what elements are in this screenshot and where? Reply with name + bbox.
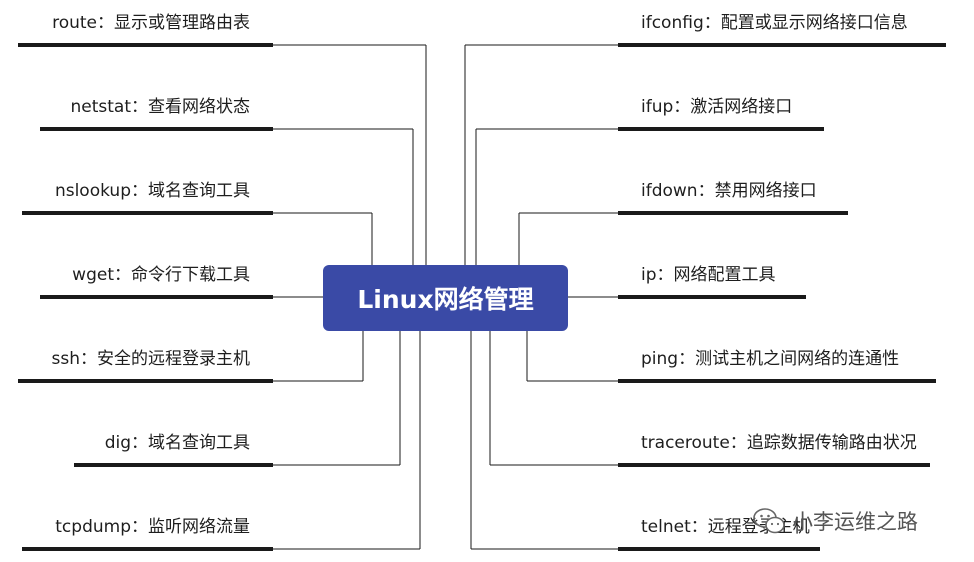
right-branch-traceroute[interactable]: traceroute：追踪数据传输路由状况 bbox=[641, 432, 917, 454]
left-branch-dig[interactable]: dig：域名查询工具 bbox=[105, 432, 250, 454]
command-name: tcpdump bbox=[55, 517, 131, 537]
command-name: route bbox=[52, 13, 97, 33]
command-name: wget bbox=[72, 265, 114, 285]
label-separator: ： bbox=[729, 433, 747, 453]
right-branch-ifup[interactable]: ifup：激活网络接口 bbox=[641, 96, 792, 118]
left-branch-wget[interactable]: wget：命令行下载工具 bbox=[72, 264, 250, 286]
watermark-text: 小李运维之路 bbox=[792, 510, 918, 534]
command-name: ping bbox=[641, 349, 679, 369]
command-name: ip bbox=[641, 265, 657, 285]
command-description: 远程登录主机 bbox=[707, 517, 810, 537]
label-separator: ： bbox=[97, 13, 114, 33]
label-separator: ： bbox=[131, 433, 148, 453]
right-branch-telnet[interactable]: telnet：远程登录主机 bbox=[641, 516, 810, 538]
command-description: 测试主机之间网络的连通性 bbox=[695, 349, 900, 369]
label-separator: ： bbox=[703, 13, 721, 33]
command-name: ifup bbox=[641, 97, 674, 117]
left-branch-netstat[interactable]: netstat：查看网络状态 bbox=[70, 96, 250, 118]
command-description: 命令行下载工具 bbox=[131, 265, 250, 285]
label-separator: ： bbox=[131, 517, 148, 537]
label-separator: ： bbox=[80, 349, 97, 369]
command-name: nslookup bbox=[54, 181, 131, 201]
command-description: 安全的远程登录主机 bbox=[97, 349, 250, 369]
label-separator: ： bbox=[131, 97, 148, 117]
command-name: ssh bbox=[51, 349, 81, 369]
command-name: traceroute bbox=[641, 433, 730, 453]
left-branch-ssh[interactable]: ssh：安全的远程登录主机 bbox=[52, 348, 251, 370]
label-separator: ： bbox=[131, 181, 148, 201]
central-topic[interactable]: Linux网络管理 bbox=[323, 265, 568, 331]
command-name: dig bbox=[104, 433, 131, 453]
command-description: 禁用网络接口 bbox=[714, 181, 817, 201]
right-branch-ping[interactable]: ping：测试主机之间网络的连通性 bbox=[641, 348, 899, 370]
command-name: ifconfig bbox=[641, 13, 704, 33]
watermark: 小李运维之路 bbox=[752, 506, 918, 536]
right-branch-ip[interactable]: ip：网络配置工具 bbox=[641, 264, 776, 286]
command-description: 配置或显示网络接口信息 bbox=[720, 13, 908, 33]
command-description: 查看网络状态 bbox=[148, 97, 250, 117]
command-description: 网络配置工具 bbox=[673, 265, 776, 285]
label-separator: ： bbox=[656, 265, 674, 285]
command-description: 显示或管理路由表 bbox=[114, 13, 250, 33]
command-description: 监听网络流量 bbox=[148, 517, 250, 537]
right-branch-ifdown[interactable]: ifdown：禁用网络接口 bbox=[641, 180, 817, 202]
command-name: telnet bbox=[641, 517, 691, 537]
command-description: 追踪数据传输路由状况 bbox=[746, 433, 917, 453]
label-separator: ： bbox=[690, 517, 708, 537]
command-name: ifdown bbox=[641, 181, 698, 201]
command-description: 域名查询工具 bbox=[148, 181, 250, 201]
right-branch-ifconfig[interactable]: ifconfig：配置或显示网络接口信息 bbox=[641, 12, 908, 34]
left-branch-route[interactable]: route：显示或管理路由表 bbox=[52, 12, 250, 34]
central-topic-title: Linux网络管理 bbox=[357, 285, 534, 314]
wechat-icon bbox=[753, 508, 785, 534]
command-description: 激活网络接口 bbox=[690, 97, 793, 117]
left-branch-nslookup[interactable]: nslookup：域名查询工具 bbox=[55, 180, 250, 202]
label-separator: ： bbox=[678, 349, 696, 369]
label-separator: ： bbox=[697, 181, 715, 201]
label-separator: ： bbox=[673, 97, 691, 117]
label-separator: ： bbox=[114, 265, 131, 285]
command-description: 域名查询工具 bbox=[148, 433, 250, 453]
command-name: netstat bbox=[70, 97, 131, 117]
left-branch-tcpdump[interactable]: tcpdump：监听网络流量 bbox=[55, 516, 250, 538]
